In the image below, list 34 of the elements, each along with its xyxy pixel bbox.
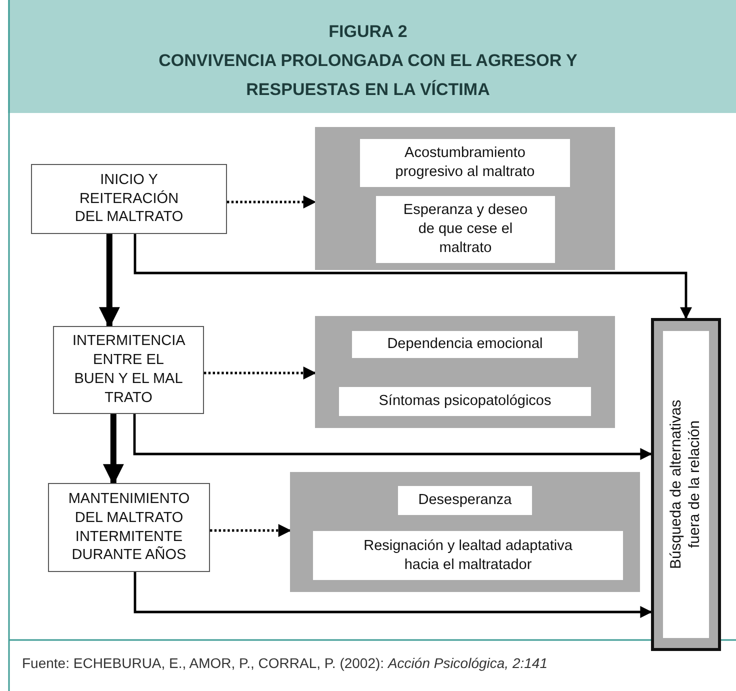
box-text: INTERMITENCIA ENTRE EL BUEN Y EL MAL TRATO: [72, 332, 186, 408]
response-box: [339, 387, 591, 416]
box-text: MANTENIMIENTO DEL MALTRATO INTERMITENTE DURANTE AÑOS: [67, 490, 191, 566]
box-text: Dependencia emocional: [386, 335, 544, 354]
box-text: Acostumbramiento progresivo al maltrato: [394, 144, 536, 182]
response-box: [313, 531, 623, 580]
figure-subtitle: CONVIVENCIA PROLONGADA CON EL AGRESOR Y RESPUESTAS EN LA VÍCTIMA: [158, 50, 578, 101]
box-text: Desesperanza: [417, 491, 513, 510]
outcome-box: [651, 318, 721, 651]
box-text: INICIO Y REITERACIÓN DEL MALTRATO: [74, 170, 184, 228]
step-box: [53, 326, 204, 414]
step-box: [31, 164, 227, 234]
response-panel: [290, 472, 640, 592]
box-text: Síntomas psicopatológicos: [378, 392, 552, 411]
response-panel: [315, 316, 615, 428]
dotted-arrow: [227, 196, 316, 208]
thick-arrow: [98, 234, 120, 328]
box-text: Esperanza y deseo de que cese el maltrato: [402, 201, 529, 258]
box-text: Resignación y lealtad adaptativa hacia el maltratador: [362, 536, 574, 574]
response-box: [398, 486, 532, 515]
response-box: [352, 331, 578, 358]
source-note: Fuente: ECHEBURUA, E., AMOR, P., CORRAL, P. (2002): Acción Psicológica, 2:141: [22, 655, 548, 671]
response-box: [376, 196, 555, 263]
dotted-arrow: [210, 524, 292, 537]
step-box: [48, 483, 210, 572]
arrow: [134, 572, 652, 618]
arrow: [134, 234, 692, 320]
figure-title: FIGURA 2: [328, 21, 408, 43]
response-panel: [315, 127, 615, 270]
thick-arrow: [102, 414, 124, 486]
dotted-arrow: [204, 366, 316, 380]
outcome-text: Búsqueda de alternativas fuera de la relación: [663, 331, 709, 638]
response-box: [360, 139, 570, 187]
arrow: [133, 414, 652, 460]
